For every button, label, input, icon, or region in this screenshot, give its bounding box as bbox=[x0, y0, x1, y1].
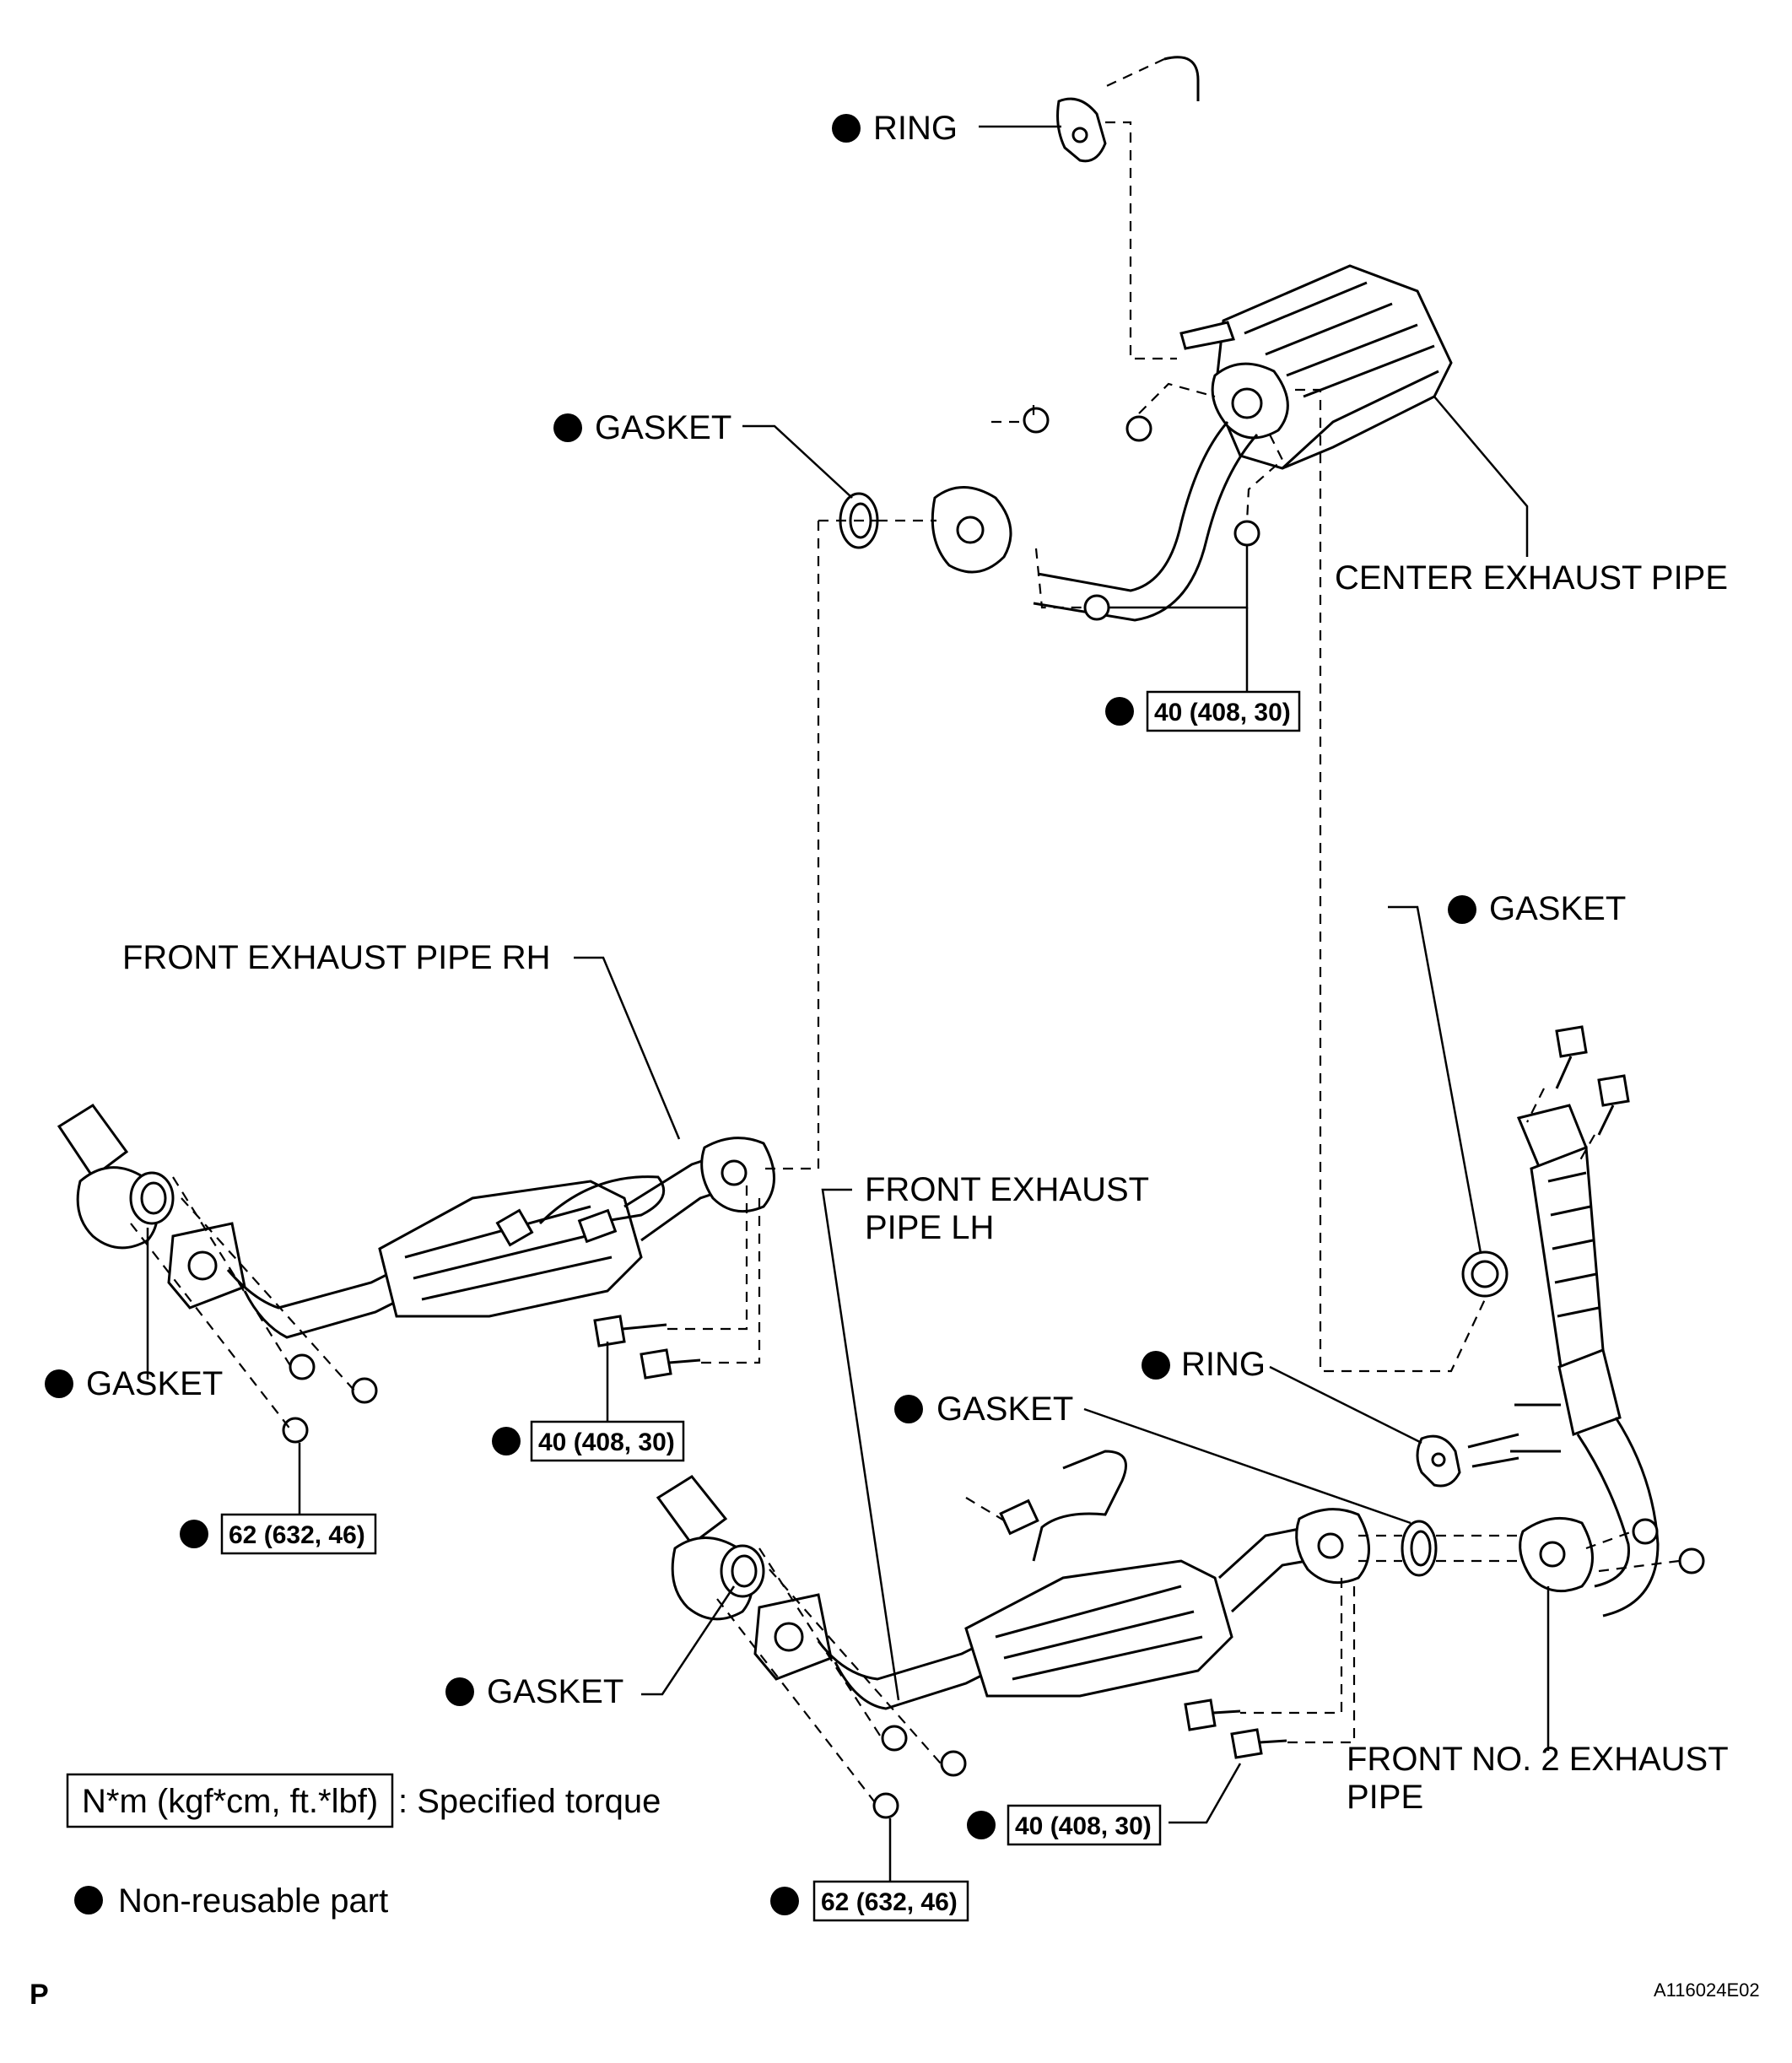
svg-text:40 (408, 30): 40 (408, 30) bbox=[1015, 1812, 1152, 1840]
svg-text:62 (632, 46): 62 (632, 46) bbox=[229, 1521, 365, 1549]
filled-circle-icon bbox=[45, 1369, 73, 1398]
label-front-no2-exhaust-pipe-line2: PIPE bbox=[1347, 1779, 1423, 1816]
gasket-right-part bbox=[1461, 1250, 1509, 1298]
filled-circle-icon bbox=[967, 1811, 996, 1839]
filled-circle-icon bbox=[445, 1677, 474, 1706]
corner-mark: P bbox=[30, 1979, 49, 2011]
svg-text:40 (408, 30): 40 (408, 30) bbox=[1154, 699, 1291, 726]
filled-circle-icon bbox=[770, 1887, 799, 1915]
nonreusable-markers bbox=[45, 114, 1476, 1915]
alignment-lines bbox=[130, 58, 1680, 1806]
label-front-exhaust-pipe-lh-line2: PIPE LH bbox=[865, 1209, 994, 1246]
label-center-exhaust-pipe: CENTER EXHAUST PIPE bbox=[1335, 559, 1728, 597]
torque-rh-flange-nuts: 62 (632, 46) bbox=[220, 1513, 377, 1555]
torque-lh-bolts: 40 (408, 30) bbox=[1007, 1804, 1162, 1846]
svg-text:40 (408, 30): 40 (408, 30) bbox=[538, 1428, 675, 1456]
filled-circle-icon bbox=[1105, 697, 1134, 726]
filled-circle-icon bbox=[1448, 895, 1476, 924]
legend-nonreusable: Non-reusable part bbox=[118, 1882, 388, 1920]
filled-circle-icon bbox=[553, 413, 582, 442]
figure-id: A116024E02 bbox=[1654, 1979, 1760, 2001]
label-gasket-upper: GASKET bbox=[595, 409, 731, 446]
front-no2-exhaust-pipe-part bbox=[1510, 1025, 1705, 1617]
leader-lines bbox=[146, 125, 1550, 1894]
label-front-exhaust-pipe-lh-line1: FRONT EXHAUST bbox=[865, 1171, 1149, 1208]
legend: N*m (kgf*cm, ft.*lbf) : Specified torque… bbox=[66, 1773, 661, 1920]
legend-torque-box: N*m (kgf*cm, ft.*lbf) bbox=[82, 1783, 378, 1820]
center-exhaust-pipe-part bbox=[931, 264, 1453, 622]
label-gasket-right: GASKET bbox=[1489, 890, 1626, 927]
label-front-no2-exhaust-pipe-line1: FRONT NO. 2 EXHAUST bbox=[1347, 1741, 1729, 1778]
filled-circle-icon bbox=[894, 1395, 923, 1423]
label-ring-lower: RING bbox=[1181, 1346, 1266, 1383]
svg-text:62 (632, 46): 62 (632, 46) bbox=[821, 1888, 958, 1916]
filled-circle-icon bbox=[180, 1520, 208, 1548]
filled-circle-icon bbox=[1142, 1351, 1170, 1380]
label-gasket-lh-flange: GASKET bbox=[487, 1673, 623, 1710]
ring-top-part bbox=[1056, 56, 1200, 163]
torque-center-nuts: 40 (408, 30) bbox=[1146, 690, 1301, 732]
label-front-exhaust-pipe-rh: FRONT EXHAUST PIPE RH bbox=[122, 939, 551, 976]
front-exhaust-pipe-lh-part bbox=[656, 1450, 1370, 1710]
filled-circle-icon bbox=[832, 114, 861, 143]
filled-circle-icon bbox=[492, 1427, 521, 1455]
label-ring-top: RING bbox=[873, 110, 958, 147]
front-exhaust-pipe-rh-part bbox=[57, 1103, 775, 1339]
lh-fasteners bbox=[872, 1698, 1287, 1819]
center-nuts bbox=[1023, 407, 1260, 621]
rh-fasteners bbox=[282, 1315, 701, 1444]
gasket-lh-joint-part bbox=[1401, 1520, 1438, 1577]
label-gasket-lh-joint: GASKET bbox=[936, 1391, 1073, 1428]
legend-torque-desc: : Specified torque bbox=[398, 1783, 661, 1820]
label-gasket-rh-flange: GASKET bbox=[86, 1365, 223, 1402]
ring-lower-part bbox=[1416, 1433, 1519, 1488]
torque-rh-bolts: 40 (408, 30) bbox=[530, 1420, 685, 1462]
torque-lh-flange-nuts: 62 (632, 46) bbox=[812, 1880, 969, 1922]
filled-circle-icon bbox=[74, 1886, 103, 1914]
